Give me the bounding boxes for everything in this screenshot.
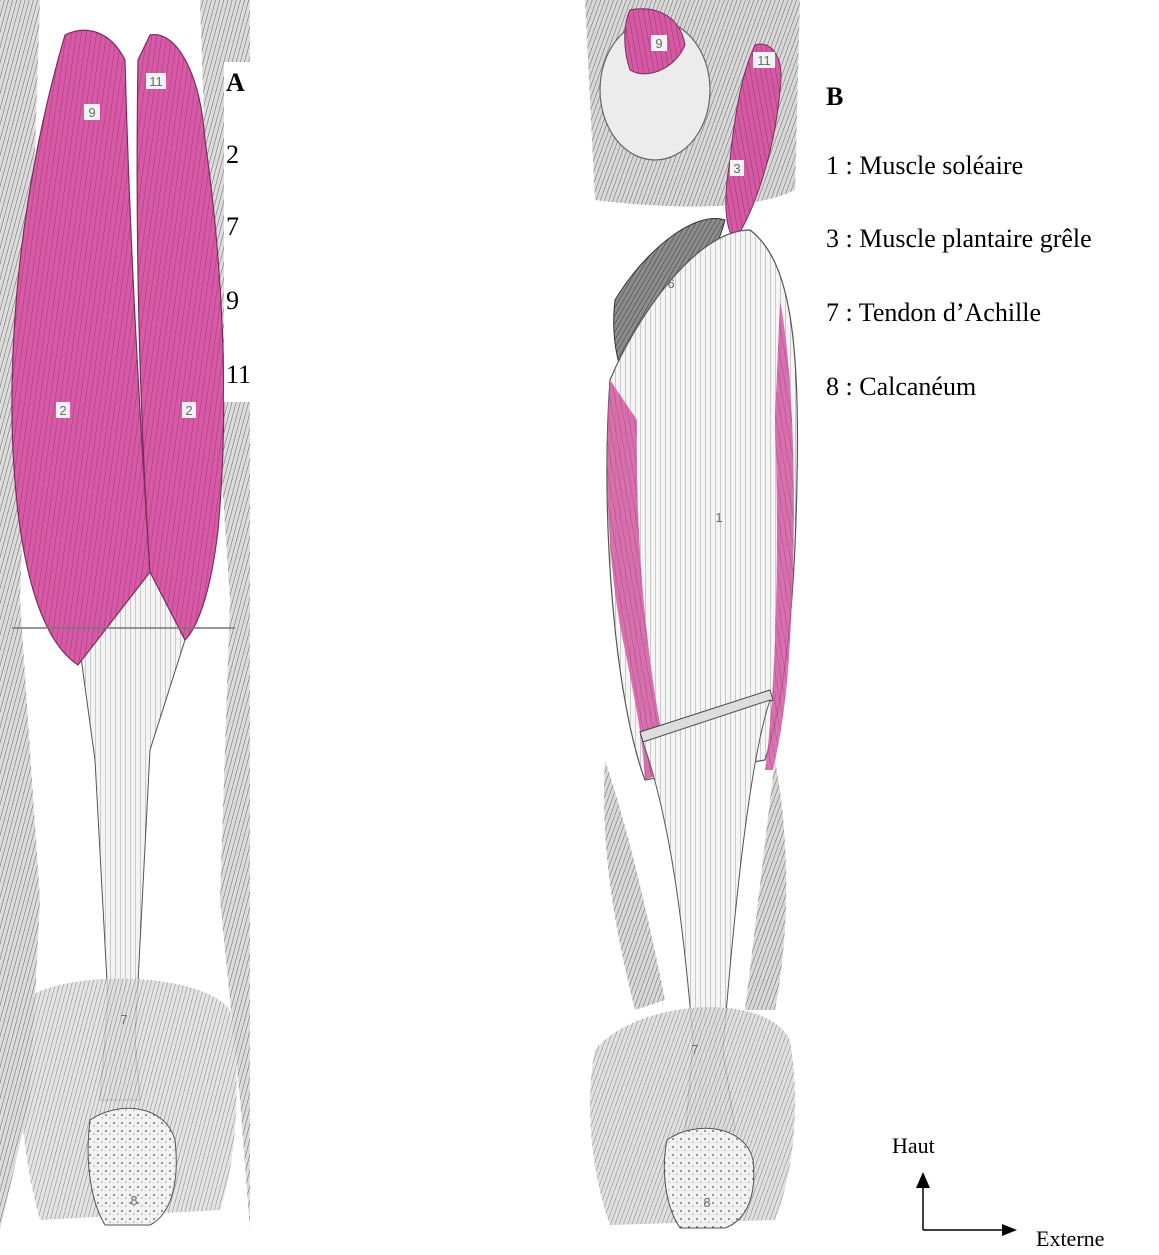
svg-text:1: 1 [715, 510, 722, 525]
svg-text:2: 2 [59, 403, 66, 418]
legend-a-item-9: 9 [226, 288, 239, 314]
orientation-axes [905, 1000, 1025, 1240]
callout-9-a: 9 [84, 104, 100, 120]
figure-a-partial-legend: A 2 7 9 11 [224, 62, 250, 402]
svg-text:8: 8 [703, 1195, 710, 1210]
right-arrow-icon [1002, 1224, 1017, 1236]
panel-letter-b: B [826, 84, 843, 110]
svg-text:7: 7 [691, 1042, 698, 1057]
svg-text:6: 6 [667, 276, 674, 291]
legend-b-item-calcaneus: 8 : Calcanéum [826, 374, 976, 400]
deep-muscles-lateral-b [745, 760, 786, 1010]
callout-7-b: 7 [691, 1042, 698, 1057]
callout-11-a: 11 [146, 73, 166, 89]
legend-a-item-7: 7 [226, 214, 239, 240]
callout-8-a: 8 [130, 1193, 137, 1208]
legend-a-item-2: 2 [226, 142, 239, 168]
deep-muscles-b [604, 760, 665, 1010]
callout-2-left-a: 2 [56, 402, 70, 418]
svg-text:2: 2 [185, 403, 192, 418]
calcaneus-b [664, 1128, 754, 1228]
legend-b-item-plantaris: 3 : Muscle plantaire grêle [826, 226, 1092, 252]
callout-9-b: 9 [651, 35, 667, 51]
legend-b-item-soleus: 1 : Muscle soléaire [826, 153, 1023, 179]
panel-letter-a: A [226, 70, 245, 96]
svg-text:9: 9 [655, 36, 662, 51]
legend-b-item-achilles: 7 : Tendon d’Achille [826, 300, 1041, 326]
callout-8-b: 8 [703, 1195, 710, 1210]
callout-1-b: 1 [715, 510, 722, 525]
callout-3-b: 3 [730, 160, 744, 176]
svg-text:11: 11 [757, 53, 771, 68]
orientation-right-label: Externe [1036, 1226, 1104, 1252]
up-arrow-icon [916, 1172, 930, 1188]
svg-text:11: 11 [149, 74, 163, 89]
legend-a-item-11: 11 [226, 362, 250, 388]
svg-text:8: 8 [130, 1193, 137, 1208]
callout-7-a: 7 [120, 1012, 127, 1027]
orientation-up-label: Haut [892, 1133, 935, 1159]
callout-11-b: 11 [753, 52, 775, 68]
figure-b-deep-posterior-leg: 9 11 3 6 1 7 8 [575, 0, 810, 1230]
figure-a-posterior-leg: 9 11 2 2 7 8 [0, 0, 250, 1230]
callout-2-right-a: 2 [182, 402, 196, 418]
svg-text:9: 9 [88, 105, 95, 120]
svg-text:7: 7 [120, 1012, 127, 1027]
svg-text:3: 3 [733, 161, 740, 176]
callout-6-b: 6 [667, 276, 674, 291]
